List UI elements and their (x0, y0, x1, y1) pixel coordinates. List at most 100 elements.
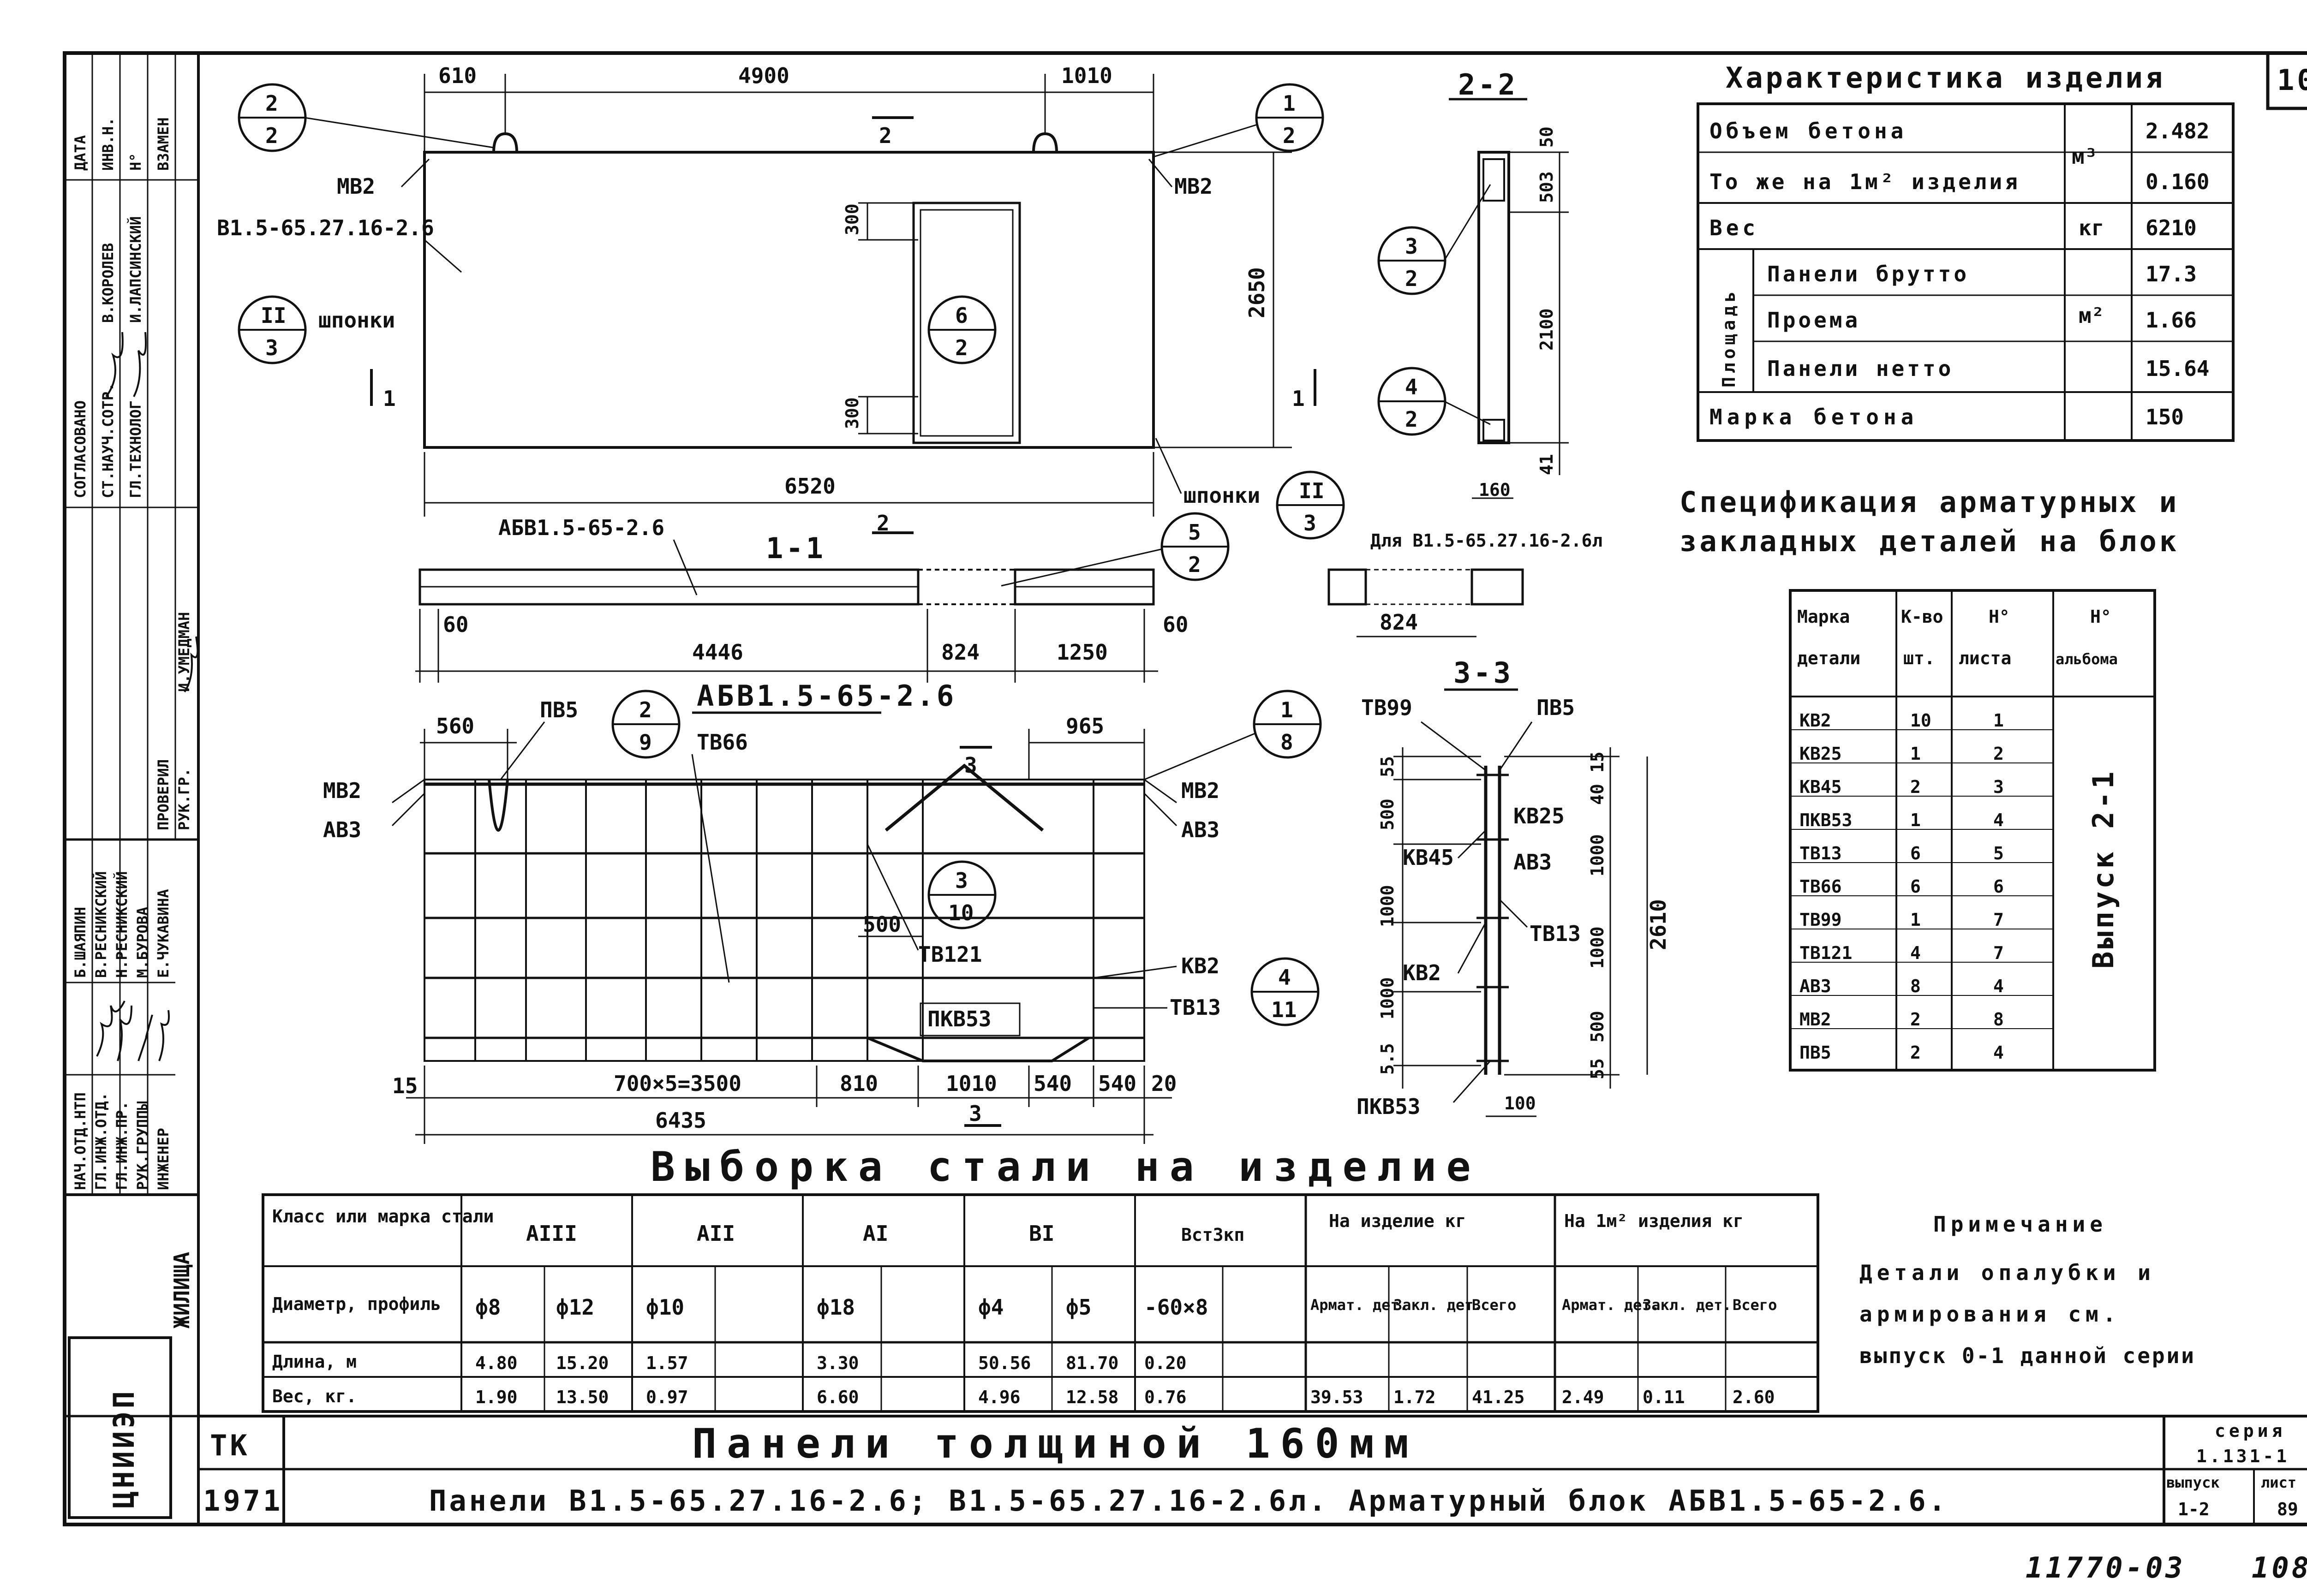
cage-cut-3-bottom: 3 (969, 1101, 982, 1126)
spec-h2-a: К-во (1901, 607, 1943, 627)
dim-top-1010: 1010 (1061, 63, 1112, 88)
signature-2 (117, 1005, 132, 1061)
cut-1-right: 1 (1292, 386, 1305, 411)
cage-diagonal-bars (885, 763, 1044, 832)
spec-h1-b: детали (1797, 648, 1860, 668)
s33-dim-2610: 2610 (1646, 899, 1671, 950)
spec-row-qty: 6 (1910, 843, 1921, 864)
cage-dim-540b: 540 (1098, 1071, 1136, 1096)
spec-row-qty: 6 (1910, 876, 1921, 897)
spec-row-qty: 4 (1910, 943, 1921, 963)
s33-dim-15-right: 15 (1587, 751, 1608, 773)
staff-name-2: В.РЕСНИКСКИЙ (92, 871, 110, 978)
cage-grid (424, 780, 1144, 1061)
callout-6-2: 6 2 (927, 295, 997, 364)
staff-name-4: М.БУРОВА (134, 907, 151, 978)
steel-length-cell: 3.30 (817, 1353, 859, 1373)
spec-h3-a: Н° (1989, 607, 2010, 627)
variant-dim-824: 824 (1380, 610, 1418, 635)
cut-2-bottom: 2 (877, 511, 890, 536)
cage-dim-810: 810 (840, 1071, 878, 1096)
approval-role-1: СТ.НАУЧ.СОТР. (99, 383, 117, 498)
steel-weight-cell: 6.60 (817, 1387, 859, 1407)
cut-1-left: 1 (383, 386, 396, 411)
steel-per-item: На изделие кг (1329, 1211, 1466, 1231)
cage-dim-560: 560 (436, 714, 474, 738)
lifting-loop-left (492, 132, 518, 153)
char-row-3-label: Вес (1709, 215, 1759, 240)
svg-text:3: 3 (1405, 234, 1418, 259)
spec-row-mark: ПКВ53 (1799, 810, 1852, 830)
steel-weight-cell: 0.76 (1144, 1387, 1187, 1407)
svg-text:1: 1 (1280, 697, 1293, 722)
checked-header: ПРОВЕРИЛ (155, 759, 172, 830)
staff-name-1: Б.ШАЯПИН (72, 907, 89, 978)
cage-dim-500: 500 (863, 912, 901, 937)
cage-tv121-label: ТВ121 (918, 942, 982, 967)
panel-mark-label: В1.5-65.27.16-2.6 (217, 215, 434, 240)
steel-length-cell: 50.56 (978, 1353, 1031, 1373)
section-1-1-title: 1-1 (766, 531, 826, 565)
shponki-right-label: шпонки (1183, 483, 1260, 508)
steel-subheader-cell: Всего (1733, 1296, 1777, 1314)
dim-bottom-6520: 6520 (784, 474, 836, 499)
steel-length-cell: 81.70 (1066, 1353, 1118, 1373)
s33-dim-500-left: 500 (1377, 798, 1398, 830)
spec-row-sheet: 1 (1993, 710, 2004, 731)
s33-kv2: КВ2 (1403, 960, 1441, 985)
s33-dim-55-left: 55 (1377, 756, 1398, 777)
callout-4-11: 4 11 (1250, 957, 1320, 1026)
callout-1-8: 1 8 (1144, 690, 1322, 780)
note-title: Примечание (1933, 1212, 2107, 1237)
cage-title: АБВ1.5-65-2.6 (697, 679, 956, 713)
spec-row-qty: 2 (1910, 1009, 1921, 1030)
char-row-1-unit: м³ (2072, 144, 2097, 169)
issue-label: выпуск (2166, 1474, 2220, 1491)
cage-av3-left-label: АВ3 (323, 817, 361, 842)
steel-class-bi: ВI (1029, 1221, 1054, 1246)
signature-4 (158, 1010, 170, 1061)
spec-row-mark: ТВ99 (1799, 910, 1842, 930)
spec-row-sheet: 7 (1993, 910, 2004, 930)
svg-text:ЦНИИЭП: ЦНИИЭП (107, 1388, 141, 1508)
section-3-3: 3-3 55 500 1000 1000 5.5 15 40 1000 1000… (1357, 656, 1671, 1119)
steel-class-bst3kp: Вст3кп (1181, 1225, 1244, 1245)
title-block: ТК 1971 Панели толщиной 160мм Панели В1.… (198, 1415, 2307, 1525)
variant-label: Для В1.5-65.27.16-2.6л (1370, 530, 1602, 551)
spec-row-mark: АВ3 (1799, 976, 1831, 996)
spec-row-sheet: 5 (1993, 843, 2004, 864)
cage-dim-3500: 700×5=3500 (614, 1071, 741, 1096)
steel-weight-cell: 13.50 (556, 1387, 609, 1407)
steel-weight-cell: 0.97 (646, 1387, 688, 1407)
callout-circles: 2 2 1 2 II 3 II 3 6 2 (238, 83, 1491, 1026)
s33-dim-40-right: 40 (1587, 784, 1608, 805)
spec-row-mark: КВ45 (1799, 777, 1842, 797)
spec-row-mark: ТВ13 (1799, 843, 1842, 864)
cage-dim-965: 965 (1066, 714, 1104, 738)
panel-outline (423, 151, 1155, 449)
section-2-2: 2-2 50 503 2100 41 160 (1449, 68, 1569, 500)
char-row-2-value: 0.160 (2146, 169, 2209, 194)
signature-5 (105, 332, 124, 398)
svg-text:2: 2 (1188, 552, 1201, 577)
s33-dim-55b-left: 5.5 (1377, 1043, 1398, 1075)
section-2-2-title: 2-2 (1458, 68, 1518, 101)
svg-text:4: 4 (1278, 965, 1291, 990)
approval-role-2: ГЛ.ТЕХНОЛОГ (127, 400, 144, 498)
steel-total-cell: 39.53 (1310, 1387, 1363, 1407)
spec-row-sheet: 7 (1993, 943, 2004, 963)
char-row-6-label: Панели нетто (1767, 356, 1954, 381)
steel-weight-label: Вес, кг. (272, 1386, 357, 1406)
steel-title: Выборка стали на изделие (651, 1143, 1481, 1191)
section-3-3-title: 3-3 (1453, 656, 1513, 690)
spec-h4-a: Н° (2090, 607, 2111, 627)
steel-diam-cell: ф5 (1066, 1295, 1091, 1320)
s33-dim-100: 100 (1504, 1093, 1536, 1114)
cage-tv66-label: ТВ66 (697, 730, 748, 755)
title-code: ТК (210, 1429, 250, 1462)
checked-role: РУК.ГР. (175, 768, 193, 830)
